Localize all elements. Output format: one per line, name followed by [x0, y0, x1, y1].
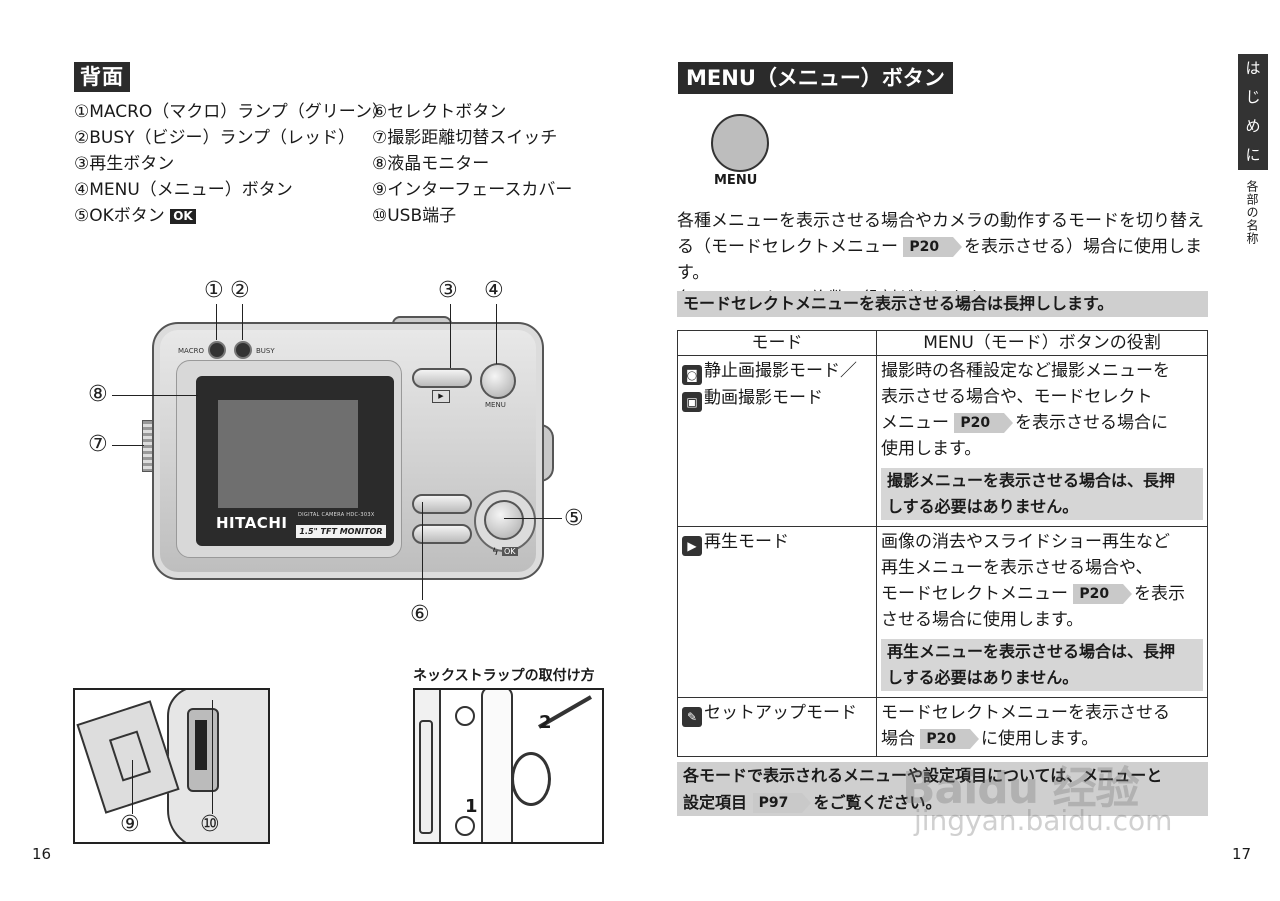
callout-1: ① — [204, 278, 224, 303]
menu-button[interactable] — [480, 363, 516, 399]
callout-5: ⑤ — [564, 506, 584, 531]
strap-step-1: 1 — [465, 796, 478, 817]
part-item: ④MENU（メニュー）ボタン — [74, 180, 293, 200]
bottom-note: 各モードで表示されるメニューや設定項目については、メニューと 設定項目 P97 … — [677, 762, 1208, 816]
part-item: ⑤OKボタン OK — [74, 203, 389, 229]
playback-icon: ▶ — [682, 536, 702, 556]
parts-list-col1: ①MACRO（マクロ）ランプ（グリーン） ②BUSY（ビジー）ランプ（レッド） … — [74, 99, 389, 229]
callout-6: ⑥ — [410, 602, 430, 627]
part-item: ②BUSY（ビジー）ランプ（レッド） — [74, 128, 356, 148]
menu-button-icon — [711, 114, 769, 172]
page-number-right: 17 — [1232, 845, 1252, 863]
baidu-watermark: Baidu 经验 — [902, 763, 1139, 814]
ref-p20[interactable]: P20 — [920, 729, 979, 749]
macro-text: MACRO — [178, 347, 204, 355]
interface-cover-illustration — [73, 688, 270, 844]
page-number-left: 16 — [32, 845, 52, 863]
strap-step-2: 2 — [539, 712, 552, 733]
menu-text: MENU — [485, 401, 506, 409]
macro-lamp — [208, 341, 226, 359]
mode-table: モード MENU（モード）ボタンの役割 ◙静止画撮影モード／ ▣動画撮影モード … — [677, 330, 1208, 757]
header-role: MENU（モード）ボタンの役割 — [876, 330, 1208, 356]
callout-4: ④ — [484, 278, 504, 303]
section-title-menu: MENU（メニュー）ボタン — [678, 62, 953, 94]
part-item: ⑩USB端子 — [372, 206, 457, 226]
ok-mini-badge: OK — [502, 547, 518, 556]
long-press-note: モードセレクトメニューを表示させる場合は長押しします。 — [677, 291, 1208, 317]
usb-port — [195, 720, 207, 770]
part-item: ⑥セレクトボタン — [372, 102, 507, 122]
ref-p20[interactable]: P20 — [903, 237, 962, 257]
select-up-button[interactable] — [412, 494, 472, 514]
baidu-watermark-url: jingyan.baidu.com — [914, 804, 1173, 837]
menu-icon-label: MENU — [714, 173, 758, 188]
select-down-button[interactable] — [412, 524, 472, 544]
part-item: ⑨インターフェースカバー — [372, 180, 573, 200]
ok-badge: OK — [170, 209, 196, 224]
model-text: DIGITAL CAMERA HDC-303X — [298, 512, 375, 518]
table-row: ▶再生モード 画像の消去やスライドショー再生など 再生メニューを表示させる場合や… — [677, 526, 1208, 698]
chapter-subtitle: 各部の名称 — [1245, 180, 1259, 245]
setup-wrench-icon: ✎ — [682, 707, 702, 727]
chapter-tab[interactable]: は じ め に — [1238, 54, 1268, 170]
row-note: 撮影メニューを表示させる場合は、長押 しする必要はありません。 — [881, 468, 1203, 520]
part-item: ①MACRO（マクロ）ランプ（グリーン） — [74, 102, 389, 122]
section-title-back: 背面 — [74, 62, 130, 92]
ref-p20[interactable]: P20 — [1073, 584, 1132, 604]
play-icon: ▶ — [432, 390, 450, 403]
lcd-screen — [218, 400, 358, 508]
parts-list-col2: ⑥セレクトボタン ⑦撮影距離切替スイッチ ⑧液晶モニター ⑨インターフェースカバ… — [372, 99, 572, 229]
ok-button[interactable] — [484, 500, 524, 540]
header-mode: モード — [677, 330, 877, 356]
callout-2: ② — [230, 278, 250, 303]
callout-7: ⑦ — [88, 432, 108, 457]
part-item: ③再生ボタン — [74, 154, 175, 174]
table-row: ✎セットアップモード モードセレクトメニューを表示させる 場合 P20 に使用し… — [677, 697, 1208, 757]
part-item: ⑧液晶モニター — [372, 154, 490, 174]
callout-3: ③ — [438, 278, 458, 303]
play-button[interactable] — [412, 368, 472, 388]
callout-10: ⑩ — [200, 812, 220, 837]
table-row: ◙静止画撮影モード／ ▣動画撮影モード 撮影時の各種設定など撮影メニューを 表示… — [677, 355, 1208, 527]
ref-p20[interactable]: P20 — [954, 413, 1013, 433]
row-note: 再生メニューを表示させる場合は、長押 しする必要はありません。 — [881, 639, 1203, 691]
tft-label: 1.5" TFT MONITOR — [296, 525, 386, 538]
brand-logo: HITACHI — [216, 514, 288, 532]
callout-9: ⑨ — [120, 812, 140, 837]
callout-8: ⑧ — [88, 382, 108, 407]
strap-title: ネックストラップの取付け方 — [413, 668, 595, 684]
ref-p97[interactable]: P97 — [752, 793, 812, 813]
movie-icon: ▣ — [682, 392, 702, 412]
busy-lamp — [234, 341, 252, 359]
busy-text: BUSY — [256, 347, 275, 355]
camera-icon: ◙ — [682, 365, 702, 385]
strap-illustration: 1 2 — [413, 688, 604, 844]
part-item: ⑦撮影距離切替スイッチ — [372, 128, 558, 148]
flash-icon: ϟ — [492, 547, 499, 558]
strap-loop — [511, 752, 551, 806]
